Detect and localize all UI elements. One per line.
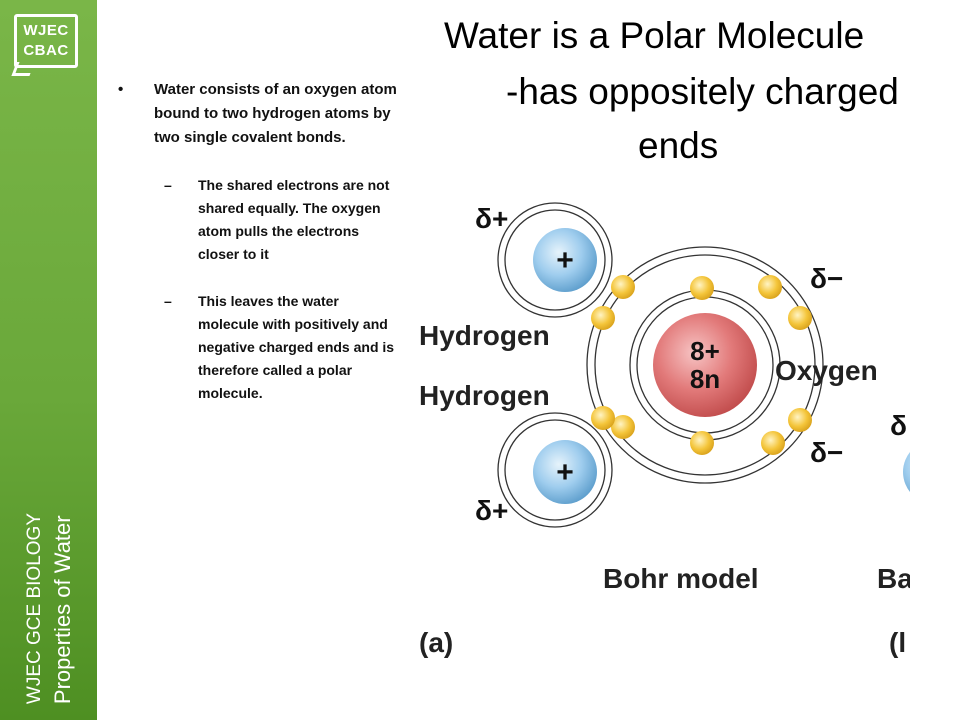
sub-bullet-dash: – [164, 177, 172, 193]
model-name: Bohr model [603, 563, 759, 594]
logo-line-2: CBAC [23, 42, 69, 59]
sub-bullet-text: The shared electrons are not shared equa… [198, 177, 390, 262]
logo-line-1: WJEC [23, 22, 69, 39]
delta-partial: δ [890, 410, 907, 441]
hydrogen-top-shell-inner [504, 209, 606, 311]
title-line-1: Water is a Polar Molecule [444, 15, 865, 56]
sidebar-caption: WJEC GCE BIOLOGY Properties of Water [22, 513, 78, 704]
electron [611, 275, 635, 299]
nucleus-charge: 8+ [690, 336, 720, 366]
electron [761, 431, 785, 455]
slide-title: Water is a Polar Molecule -has oppositel… [440, 10, 960, 166]
electron [690, 431, 714, 455]
electron [788, 408, 812, 432]
logo-notch [11, 62, 35, 76]
electron [591, 306, 615, 330]
bohr-model-diagram: + + 8+ 8n δ+ δ+ δ− δ− δ Hydrogen Hydroge… [405, 190, 910, 670]
main-bullet-text: Water consists of an oxygen atom bound t… [154, 81, 397, 146]
delta-minus-bottom: δ− [810, 437, 843, 468]
hydrogen-bottom-shell-inner [504, 419, 606, 521]
hydrogen-bottom-shell [497, 412, 613, 528]
oxygen-outer-shell [586, 246, 824, 484]
delta-plus-bottom: δ+ [475, 495, 508, 526]
hydrogen-bottom-proton [533, 440, 597, 504]
sub-bullet-dash: – [164, 293, 172, 309]
proton-top-sign: + [556, 244, 574, 277]
title-line-3: ends [638, 125, 719, 166]
delta-minus-top: δ− [810, 263, 843, 294]
hydrogen-top-label: Hydrogen [419, 320, 550, 351]
sub-bullet: – This leaves the water molecule with po… [118, 290, 403, 405]
course-name: WJEC GCE BIOLOGY [24, 512, 45, 704]
oxygen-nucleus [653, 313, 757, 417]
sidebar-band: WJEC CBAC WJEC GCE BIOLOGY Properties of… [0, 0, 97, 720]
model-name-partial: Ba [877, 563, 910, 594]
oxygen-label: Oxygen [775, 355, 878, 386]
bohr-model-svg: + + 8+ 8n δ+ δ+ δ− δ− δ Hydrogen Hydroge… [419, 202, 910, 658]
hydrogen-bottom-label: Hydrogen [419, 380, 550, 411]
title-line-2: -has oppositely charged [506, 71, 899, 112]
panel-label-a: (a) [419, 627, 453, 658]
electron [591, 406, 615, 430]
panel-label-b-partial: (l [889, 627, 906, 658]
sub-bullet-text: This leaves the water molecule with posi… [198, 293, 395, 401]
nucleus-neutrons: 8n [690, 364, 720, 394]
proton-bottom-sign: + [556, 456, 574, 489]
wjec-logo: WJEC CBAC [14, 14, 78, 68]
hydrogen-top-shell [497, 202, 613, 318]
topic-name: Properties of Water [50, 515, 75, 704]
electron [788, 306, 812, 330]
sub-bullet: – The shared electrons are not shared eq… [118, 174, 403, 266]
bullet-dot: • [118, 81, 124, 98]
partial-proton [903, 452, 910, 492]
delta-plus-top: δ+ [475, 203, 508, 234]
electron [690, 276, 714, 300]
electron [611, 415, 635, 439]
bullet-list: • Water consists of an oxygen atom bound… [118, 78, 403, 405]
main-bullet: • Water consists of an oxygen atom bound… [118, 78, 403, 150]
electron [758, 275, 782, 299]
hydrogen-top-proton [533, 228, 597, 292]
oxygen-outer-shell-inner [594, 254, 816, 476]
